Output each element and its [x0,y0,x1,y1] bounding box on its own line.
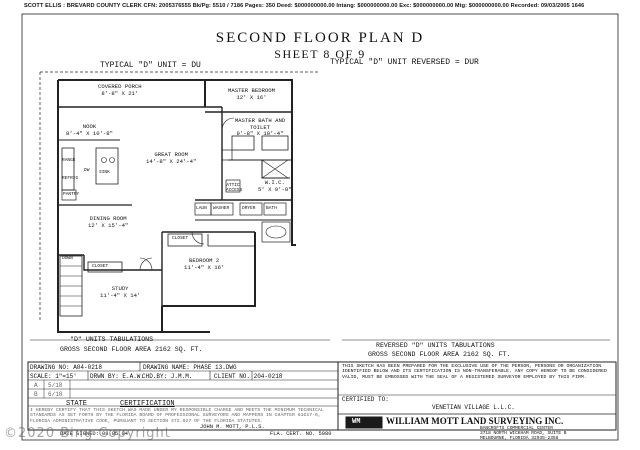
room-dining: DINING ROOM 12' X 15'-4" [88,215,129,229]
certification-text: I HEREBY CERTIFY THAT THIS SKETCH WAS MA… [30,408,324,424]
pantry-label: PANTRY [63,192,80,197]
certified-to-label: CERTIFIED TO: [342,396,389,403]
room-name: STUDY [111,285,129,292]
revision-date-b: 6/18 [48,391,63,398]
dishwasher-label: DW [84,168,90,173]
tabulation-area-left: GROSS SECOND FLOOR AREA 2162 SQ. FT. [60,346,203,353]
firm-address-1: BANCROFTS COMMERCIAL CENTER [480,426,553,431]
refrig-label: REFRIG [62,176,79,181]
room-nook: NOOK 8'-4" X 10'-8" [66,123,113,137]
room-name: NOOK [82,123,97,130]
revision-a: A [34,382,38,389]
room-dim: 8'-4" X 10'-8" [66,129,113,137]
drawing-name: DRAWING NAME: PHASE 13.DWG [143,364,237,371]
room-dim: 14'-8" X 24'-4" [146,157,197,165]
surveyor-name: JOHN M. MOTT, P.L.S. [200,424,265,430]
range-label: RANGE [62,158,76,163]
sink-label: SINK [99,170,110,175]
sheet-border [21,13,619,441]
washer-label: WASHER [213,206,230,211]
firm-logo: WM [352,418,361,426]
room-name: BEDROOM 2 [189,257,220,264]
room-wic: W.I.C. 5' X 9'-8" [258,179,292,193]
drawing-number: DRAWING NO: A04-0218 [30,364,103,371]
closet-label-bedroom: CLOSET [172,236,189,241]
bath-label: BATH [266,206,277,211]
scale: SCALE: 1"=15' [30,373,77,380]
revision-date-a: 5/18 [48,382,63,389]
client-name: VENETIAN VILLAGE L.L.C. [432,404,515,411]
attic-access-label: ATTIC ACCESS [226,183,243,193]
stair-down-label: DOWN [62,256,73,261]
room-dim: 5' X 9'-8" [258,185,292,193]
room-name: W.I.C. [264,179,285,186]
room-master-bedroom: MASTER BEDROOM 12' X 16' [228,87,275,101]
watermark: ©2020 Bing Copyright [4,426,171,441]
revision-b: B [34,391,38,398]
tabulation-area-right: GROSS SECOND FLOOR AREA 2162 SQ. FT. [368,351,511,358]
laundry-label: LAUN [196,206,207,211]
room-dim: 8'-8" X 21' [101,89,139,97]
cert-number: FLA. CERT. NO. 5080 [270,431,332,437]
closet-label-study: CLOSET [92,264,109,269]
room-name: COVERED PORCH [98,83,142,90]
disclaimer-text: THIS SKETCH HAS BEEN PREPARED FOR THE EX… [342,364,607,380]
room-great-room: GREAT ROOM 14'-8" X 24'-4" [146,151,197,165]
room-master-bath: MASTER BATH AND TOILET 9'-8" X 10'-4" [230,117,290,138]
tabulation-title-right: REVERSED "D" UNITS TABULATIONS [376,342,495,349]
typical-unit-label: TYPICAL "D" UNIT = DU [100,61,201,70]
room-name: GREAT ROOM [154,151,188,158]
firm-logo-box [345,416,383,429]
state-label: STATE [66,400,88,408]
drawn-by: DRWN BY: E.A.W. [90,373,145,380]
room-name: DINING ROOM [89,215,127,222]
room-bedroom-2: BEDROOM 2 11'-4" X 16' [184,257,225,271]
sheet-number: SHEET 8 OF 9 [274,47,366,61]
firm-address-2: 3718 NORTH WICKHAM ROAD, SUITE B [480,431,567,436]
typical-reversed-label: TYPICAL "D" UNIT REVERSED = DUR [330,58,479,67]
tabulation-title-left: "D" UNITS TABULATIONS [70,336,154,343]
certification-heading: CERTIFICATION [120,400,175,408]
room-dim: 9'-8" X 10'-4" [236,130,284,137]
room-dim: 11'-4" X 14' [100,291,141,299]
room-dim: 12' X 16' [236,93,267,101]
plan-title: SECOND FLOOR PLAN D [215,30,425,46]
room-dim: 11'-4" X 16' [184,263,225,271]
room-name: MASTER BATH AND TOILET [234,117,286,131]
firm-address-3: MELBOURNE, FLORIDA 32935-2358 [480,436,559,441]
date-signed: DATE SIGNED: 08.05.04 [60,431,128,437]
dryer-label: DRYER [242,206,256,211]
recording-header: SCOTT ELLIS : BREVARD COUNTY CLERK CFN: … [24,3,585,9]
checked-by: CHD.BY: J.M.M. [142,373,193,380]
room-name: MASTER BEDROOM [228,87,275,94]
client-number: CLIENT NO. 204-0218 [214,373,283,380]
room-study: STUDY 11'-4" X 14' [100,285,141,299]
firm-name: WILLIAM MOTT LAND SURVEYING INC. [386,416,564,426]
room-covered-porch: COVERED PORCH 8'-8" X 21' [98,83,142,97]
room-dim: 12' X 15'-4" [88,221,129,229]
